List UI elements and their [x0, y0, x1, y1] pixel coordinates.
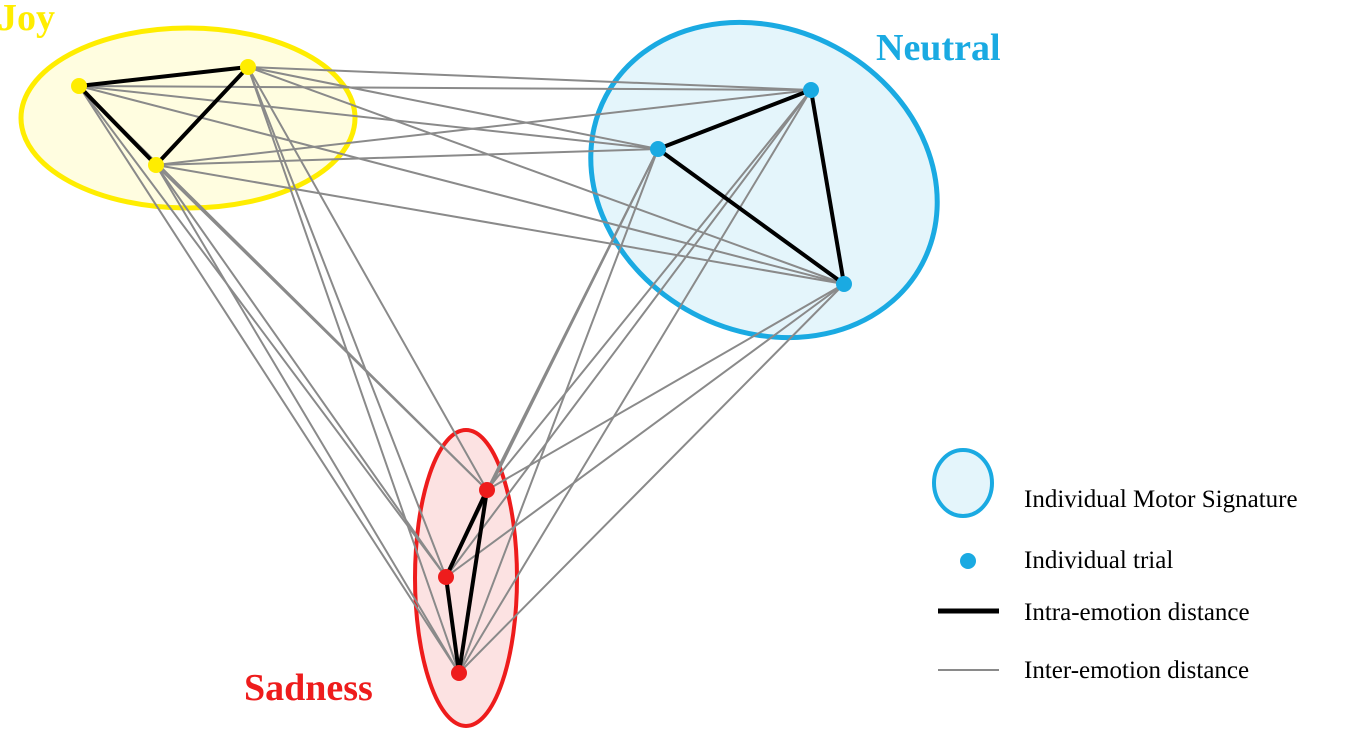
inter-emotion-line: [78, 85, 460, 674]
inter-emotion-line: [155, 148, 659, 166]
intra-emotion-line: [444, 575, 461, 675]
inter-emotion-line: [247, 66, 447, 578]
inter-emotion-line: [247, 66, 460, 674]
intra-emotion-line: [77, 65, 250, 88]
neutral-trial-point: [650, 141, 666, 157]
sadness-label: Sadness: [244, 667, 373, 709]
inter-emotion-line: [445, 89, 812, 578]
inter-emotion-line: [458, 148, 659, 674]
legend-signature-ellipse: [932, 448, 994, 518]
sadness-trial-point: [451, 665, 467, 681]
joy-ellipse: [18, 25, 358, 211]
legend-trial-dot: [960, 553, 976, 569]
inter-emotion-line: [486, 89, 812, 491]
intra-emotion-line: [809, 88, 846, 286]
neutral-trial-point: [803, 82, 819, 98]
joy-label: Joy: [0, 0, 55, 39]
joy-trial-point: [148, 157, 164, 173]
intra-emotion-line: [457, 488, 489, 675]
inter-emotion-line: [155, 164, 845, 285]
intra-emotion-line: [656, 147, 846, 286]
intra-emotion-line: [444, 488, 489, 579]
inter-emotion-line: [486, 283, 845, 491]
neutral-trial-point: [836, 276, 852, 292]
joy-trial-point: [240, 59, 256, 75]
legend: Individual Motor Signature Individual tr…: [932, 448, 1298, 684]
intra-emotion-line: [154, 65, 250, 167]
legend-trial-label: Individual trial: [1024, 547, 1173, 574]
inter-emotion-line: [247, 66, 488, 491]
neutral-ellipse: [588, 19, 940, 341]
sadness-trial-point: [438, 569, 454, 585]
intra-emotion-line: [656, 88, 813, 151]
inter-emotion-line: [78, 85, 812, 91]
distance-lines: [77, 65, 846, 675]
sadness-trial-point: [479, 482, 495, 498]
intra-emotion-line: [77, 84, 158, 167]
inter-emotion-line: [78, 85, 447, 578]
legend-intra-label: Intra-emotion distance: [1024, 599, 1250, 626]
inter-emotion-line: [247, 66, 659, 150]
legend-signature-label: Individual Motor Signature: [1024, 486, 1298, 513]
inter-emotion-line: [458, 89, 812, 674]
inter-emotion-line: [247, 66, 845, 285]
inter-emotion-line: [155, 164, 488, 491]
inter-emotion-line: [445, 283, 845, 578]
inter-emotion-line: [458, 283, 845, 674]
neutral-label: Neutral: [876, 27, 1001, 69]
sadness-ellipse: [413, 428, 519, 728]
inter-emotion-line: [247, 66, 812, 91]
legend-inter-label: Inter-emotion distance: [1024, 657, 1249, 684]
trial-points: [71, 59, 852, 681]
inter-emotion-line: [78, 85, 845, 285]
inter-emotion-line: [155, 164, 460, 674]
inter-emotion-line: [155, 89, 812, 166]
inter-emotion-line: [78, 85, 659, 150]
inter-emotion-line: [155, 164, 447, 578]
joy-trial-point: [71, 78, 87, 94]
